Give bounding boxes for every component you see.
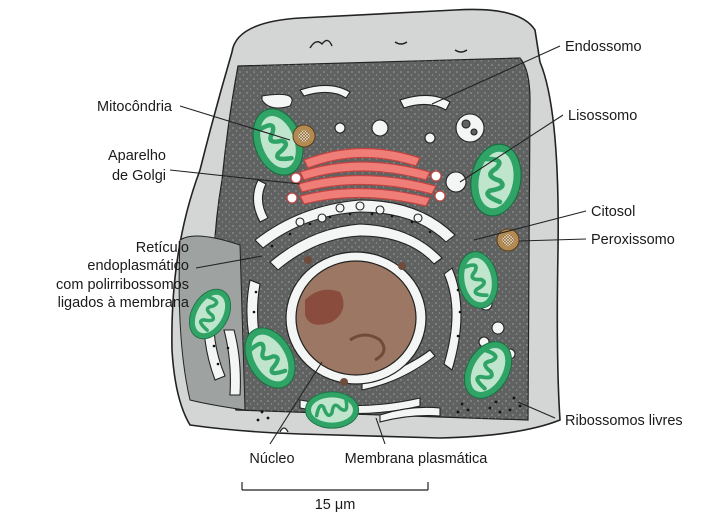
label-ribossomos: Ribossomos livres: [565, 413, 683, 429]
nucleus: [286, 252, 426, 386]
label-lisossomo: Lisossomo: [568, 108, 637, 124]
scale-bar-label: 15 μm: [315, 497, 356, 513]
scale-bar: [242, 482, 428, 490]
peroxisome: [293, 125, 315, 147]
label-mitocondria: Mitocôndria: [97, 99, 173, 115]
label-reticulo-line3: com polirribossomos: [56, 277, 189, 293]
label-golgi-line1: Aparelho: [108, 148, 166, 164]
label-peroxissomo: Peroxissomo: [591, 232, 675, 248]
label-reticulo-line4: ligados à membrana: [58, 295, 190, 311]
lysosome: [446, 172, 466, 192]
mitochondrion: [305, 392, 358, 428]
label-reticulo-line1: Retículo: [136, 240, 189, 256]
label-citosol: Citosol: [591, 204, 635, 220]
label-membrana: Membrana plasmática: [345, 451, 489, 467]
label-endossomo: Endossomo: [565, 39, 642, 55]
peroxisome: [497, 229, 519, 251]
label-golgi-line2: de Golgi: [112, 168, 166, 184]
label-nucleo: Núcleo: [249, 451, 294, 467]
label-reticulo-line2: endoplasmático: [87, 258, 189, 274]
